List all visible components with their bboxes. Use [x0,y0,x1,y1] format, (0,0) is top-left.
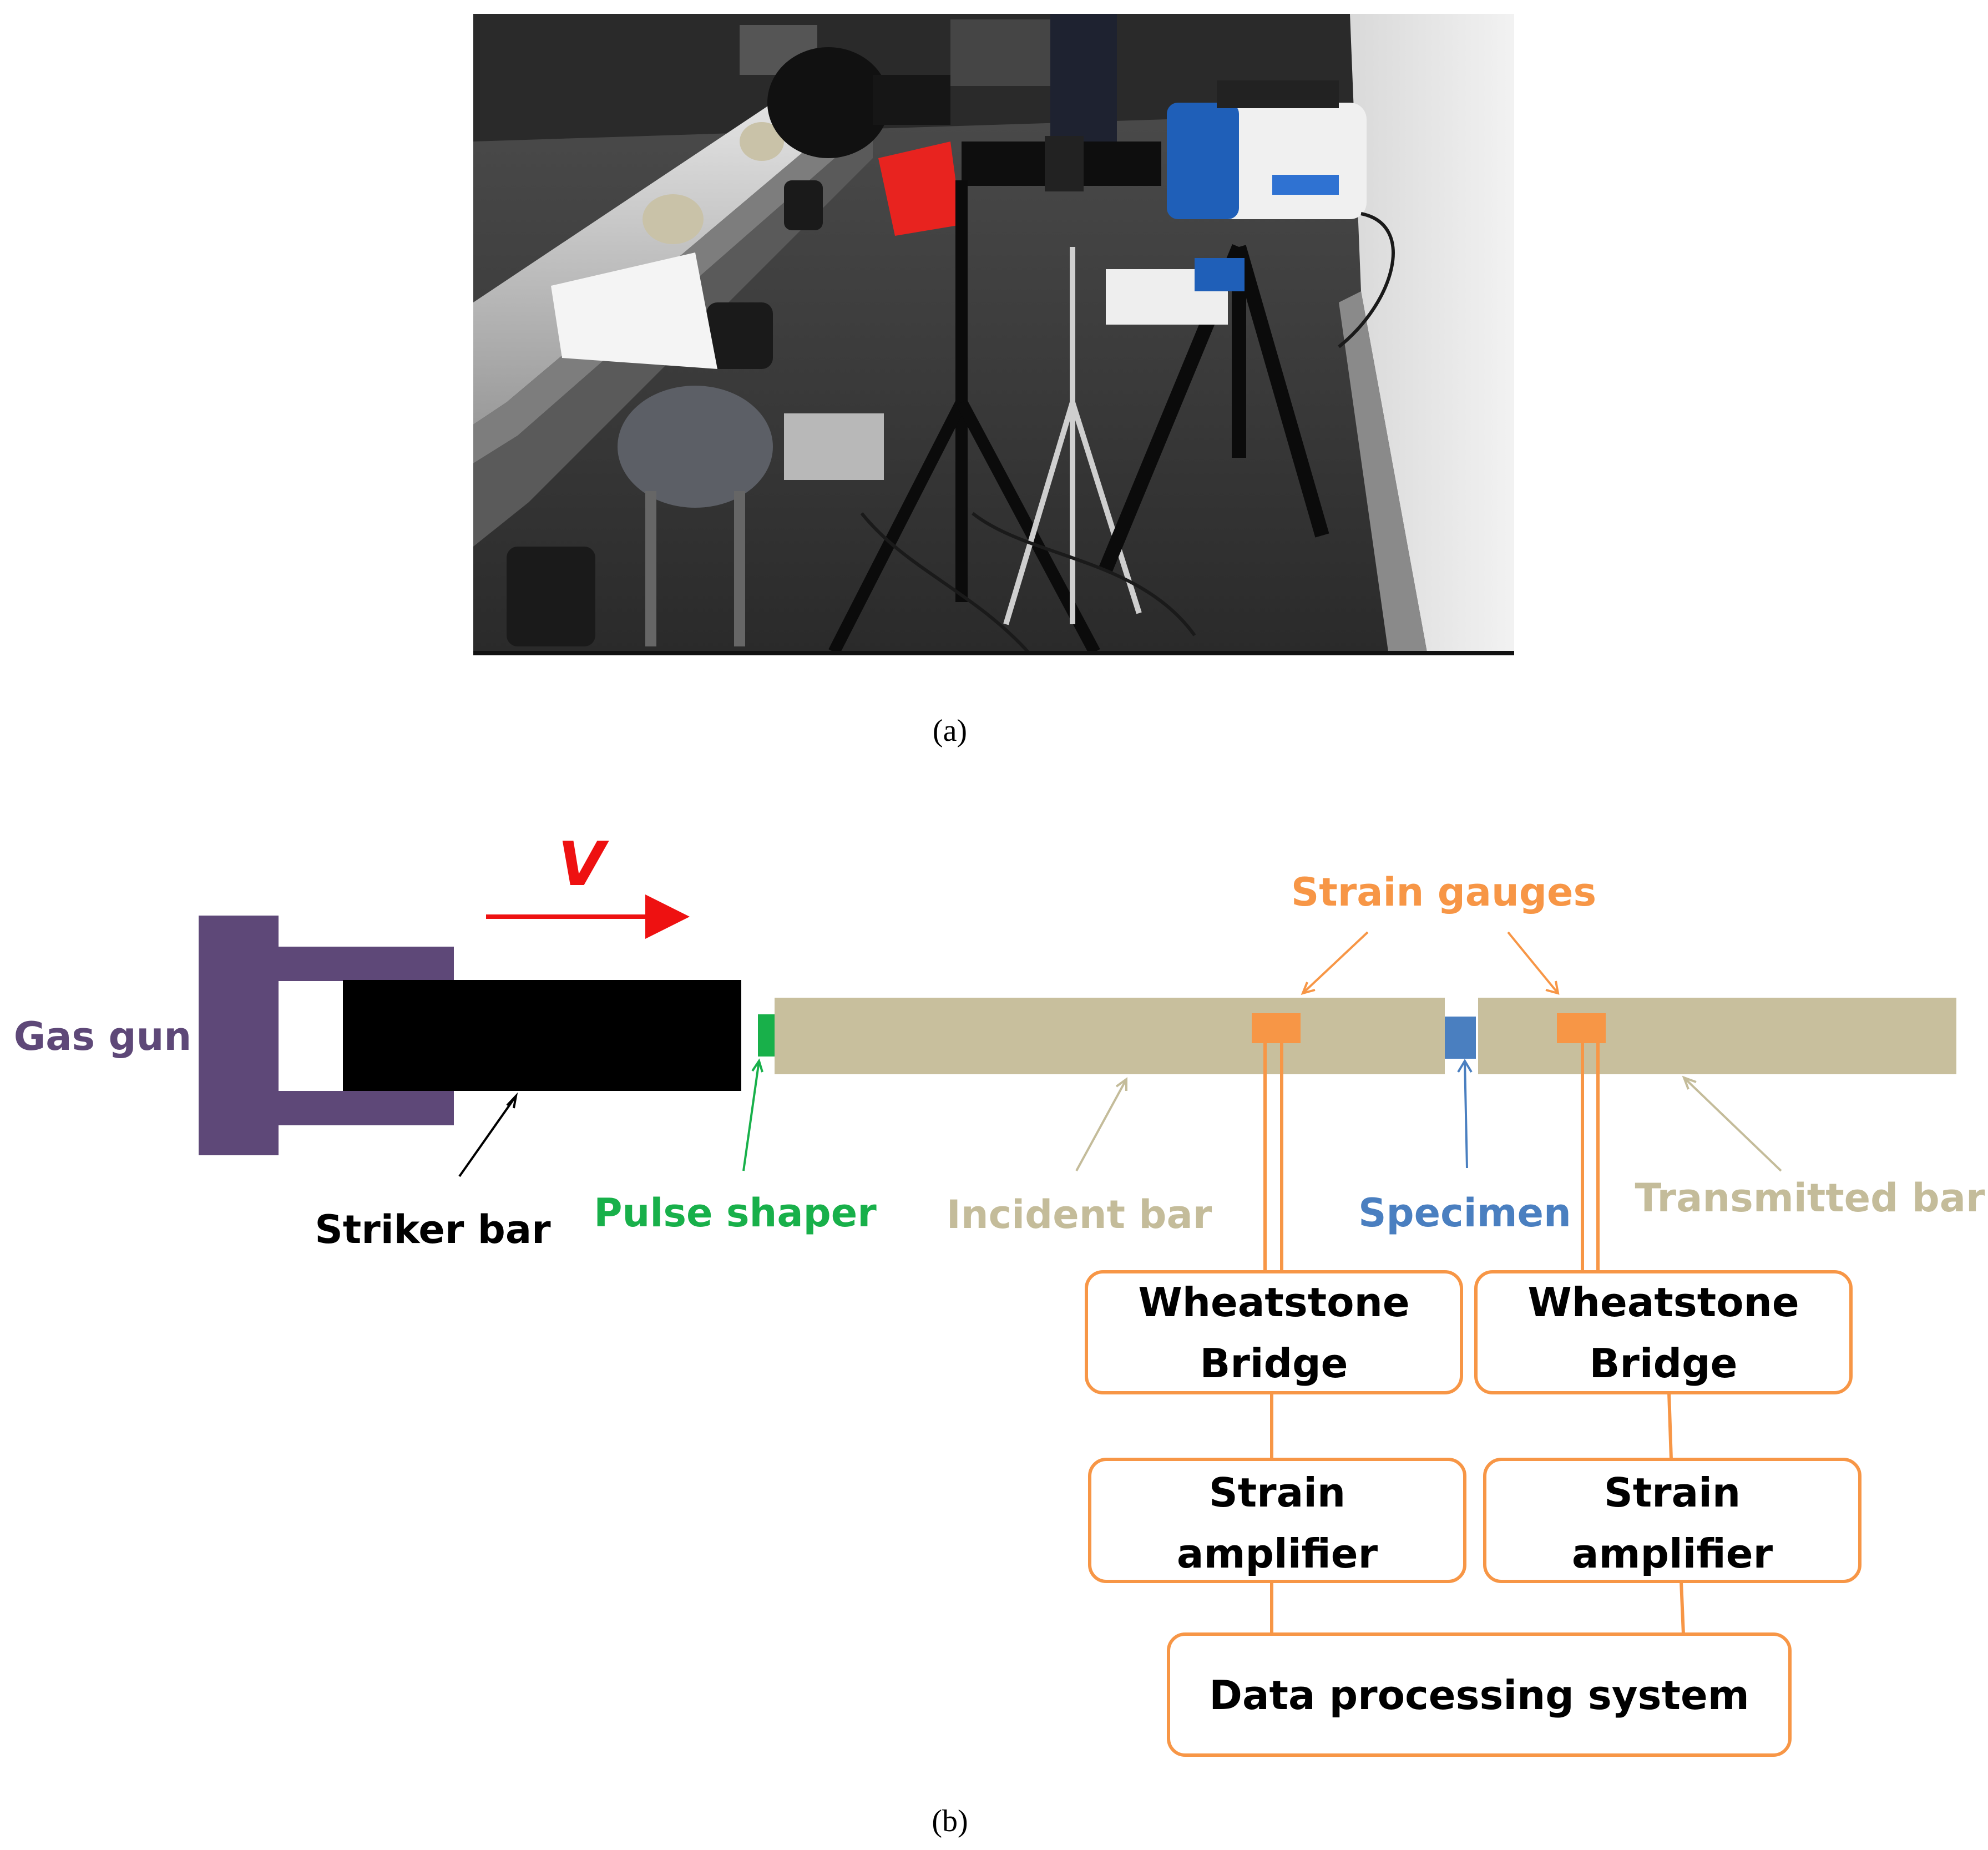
incident-bar-pointer [1075,1079,1127,1171]
pulse-shaper-pointer [742,1060,760,1171]
panel-a-caption: (a) [933,714,967,748]
bridge-right-line2: Bridge [1590,1340,1738,1387]
strain-amplifier-right-box [1483,1458,1861,1583]
specimen [1445,1017,1476,1059]
pulse-shaper [758,1014,775,1057]
incident-bar [775,998,1445,1074]
lab-photo-drawing [473,14,1514,655]
strain-amplifier-left-box [1088,1458,1466,1583]
velocity-label: V [558,828,609,899]
gauge-wires [1263,1043,1685,1635]
amp-left-line1: Strain [1209,1469,1345,1516]
strain-gauge-right [1557,1013,1606,1043]
gas-gun-label: Gas gun [14,1014,192,1059]
transmitted-bar [1478,998,1956,1074]
striker-bar [343,980,741,1091]
strain-gauges-label: Strain gauges [1291,870,1596,915]
strain-gauge-left [1252,1013,1301,1043]
gas-gun-shape [199,916,454,1155]
panel-b-caption: (b) [932,1804,968,1838]
data-processing-label: Data processing system [1209,1672,1749,1718]
bridge-left-line1: Wheatstone [1138,1279,1409,1326]
incident-bar-label: Incident bar [947,1192,1212,1237]
data-processing-box [1167,1632,1792,1757]
transmitted-bar-label: Transmitted bar [1635,1175,1985,1221]
wheatstone-bridge-left-box [1085,1270,1463,1394]
striker-bar-label: Striker bar [315,1207,551,1252]
bridge-left-line2: Bridge [1200,1340,1348,1387]
strain-gauge-pointer-left [1302,931,1369,994]
amp-left-line2: amplifier [1177,1530,1378,1577]
specimen-pointer [1464,1060,1468,1169]
striker-pointer [458,1095,517,1177]
pulse-shaper-label: Pulse shaper [594,1190,877,1236]
strain-gauge-pointer-right [1507,931,1559,994]
transmitted-bar-pointer [1683,1076,1782,1172]
amp-right-line1: Strain [1604,1469,1741,1516]
bridge-right-line1: Wheatstone [1527,1279,1799,1326]
specimen-label: Specimen [1358,1190,1571,1236]
wheatstone-bridge-right-box [1474,1270,1853,1394]
lab-photo [473,14,1514,655]
amp-right-line2: amplifier [1572,1530,1773,1577]
